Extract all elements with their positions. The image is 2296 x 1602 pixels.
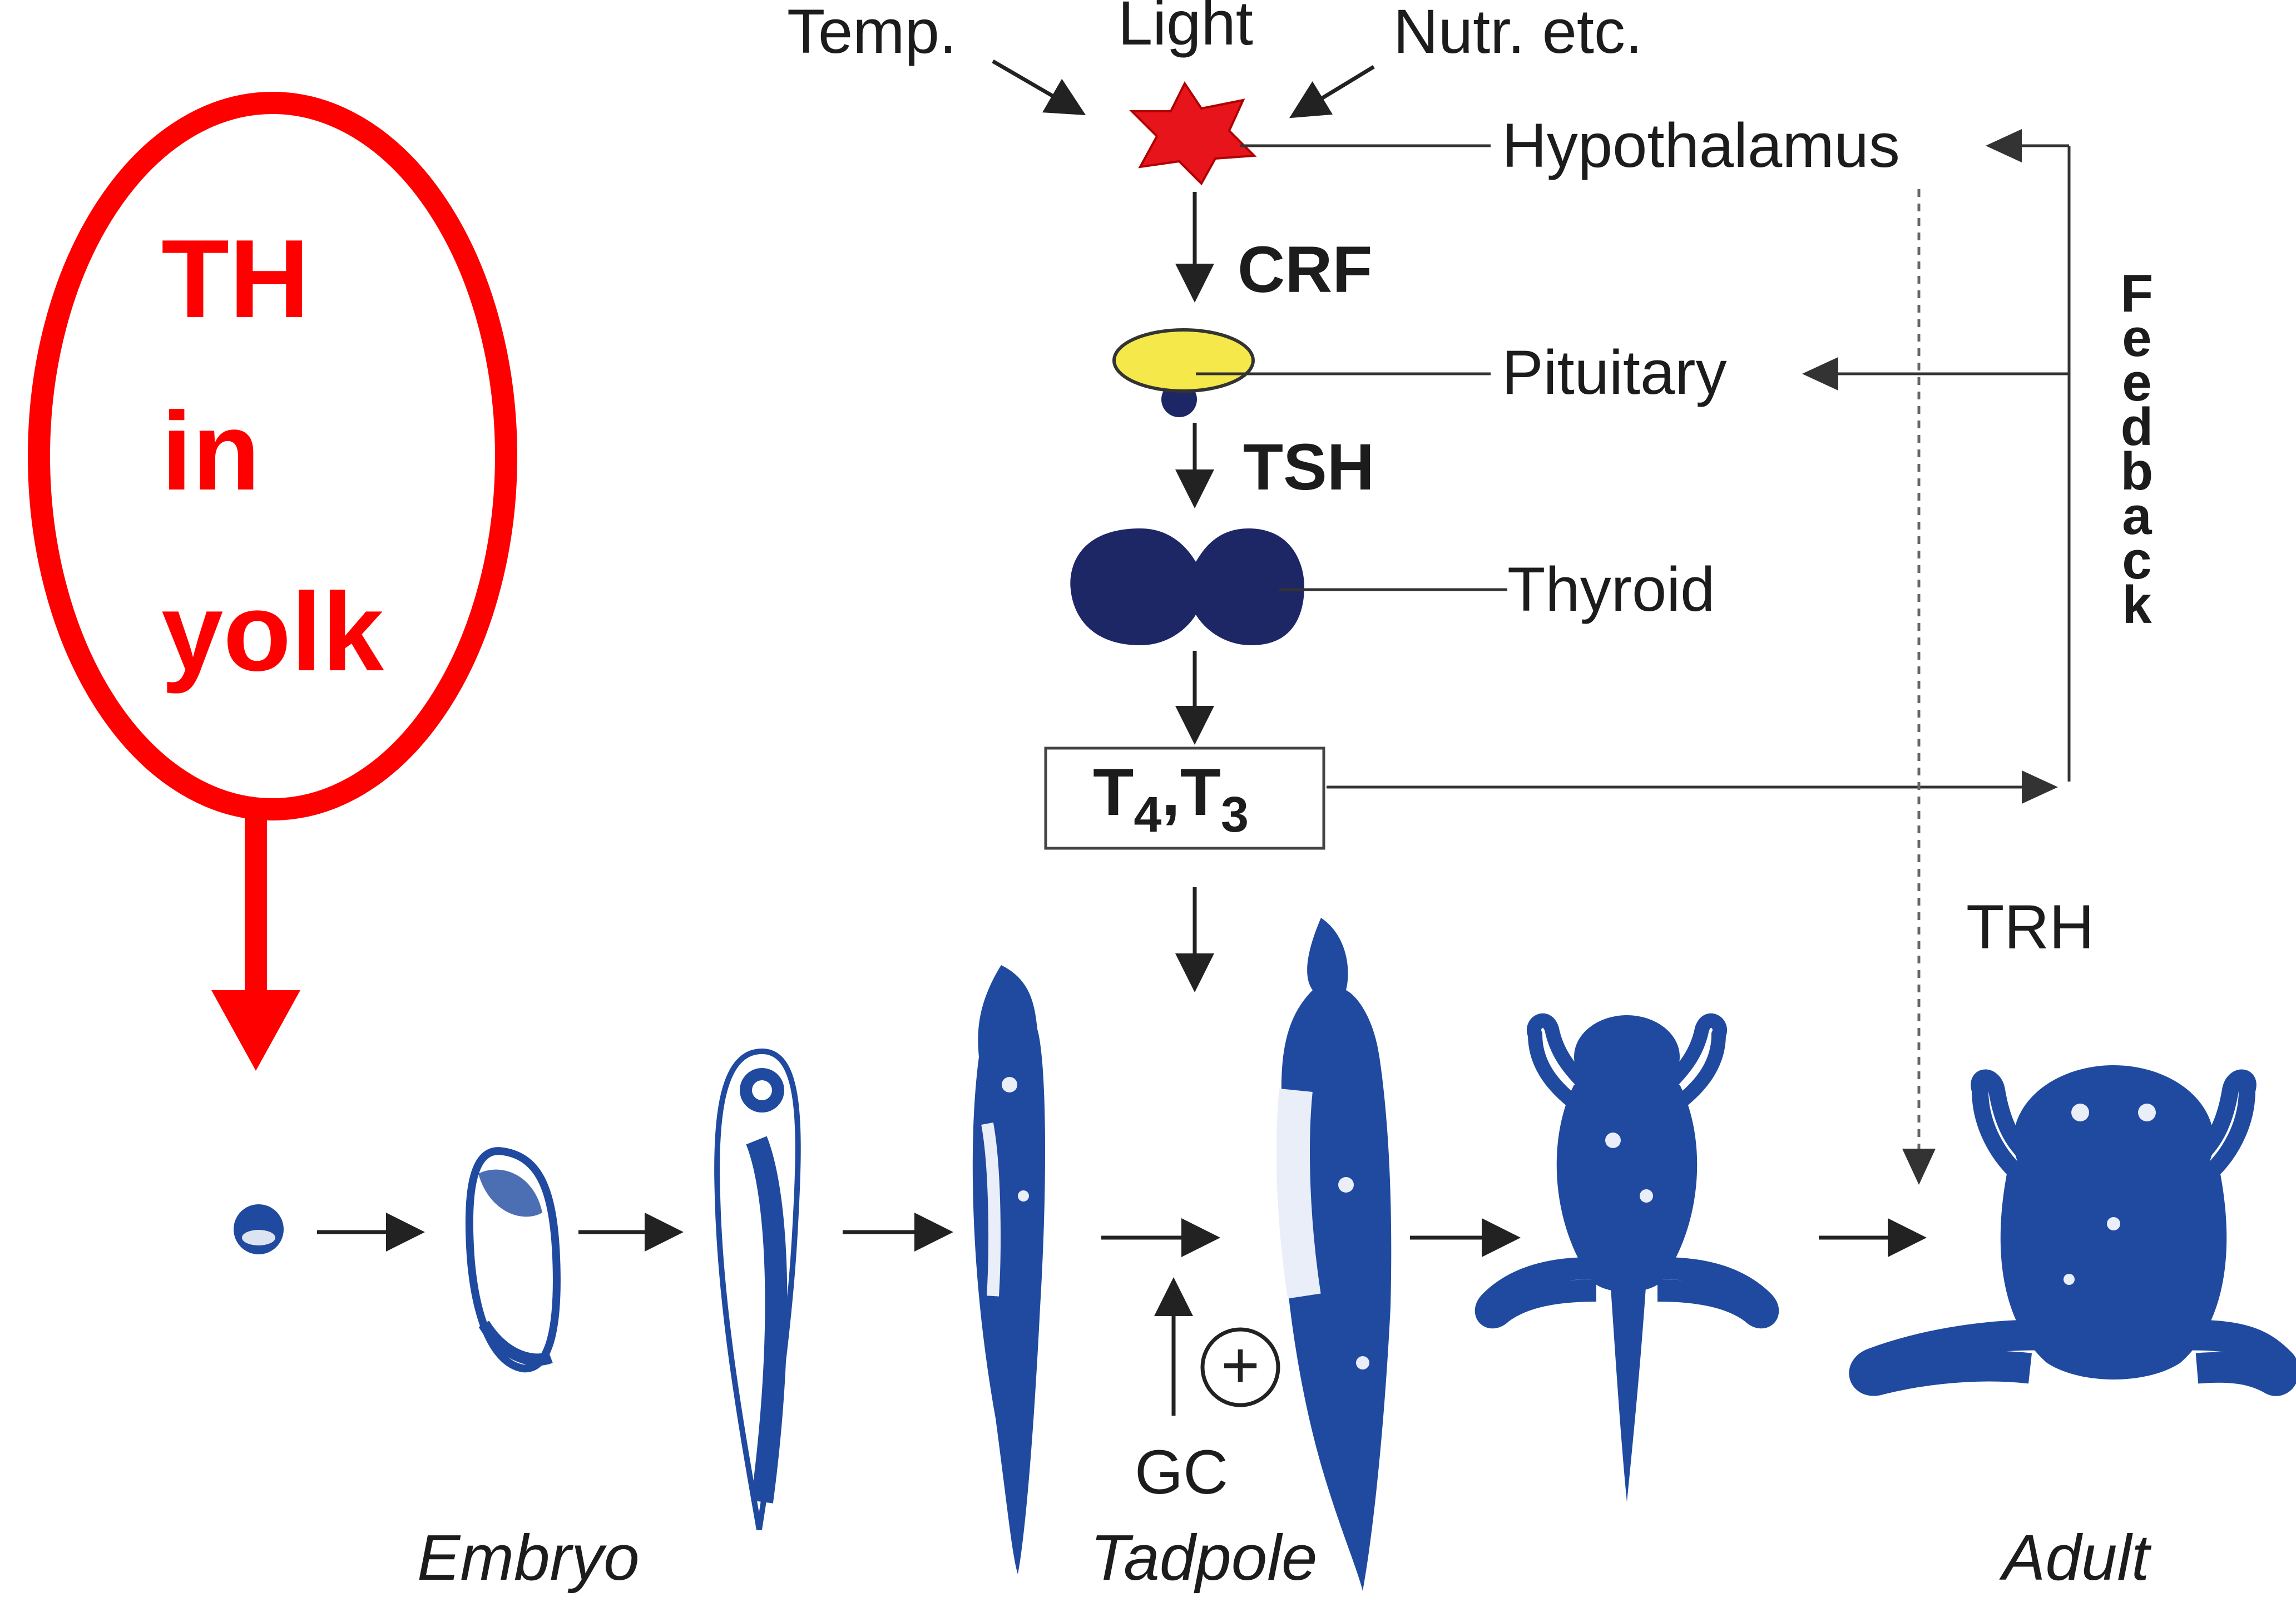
feedback-vertical-label: F e e d b a c k — [2121, 264, 2154, 635]
stage-label-embryo: Embryo — [417, 1521, 640, 1594]
temp-arrow — [993, 61, 1079, 111]
pituitary-gland-icon — [1114, 330, 1253, 391]
early-tadpole-icon — [717, 1051, 798, 1530]
stage-label-adult: Adult — [1999, 1521, 2152, 1594]
pituitary-label: Pituitary — [1502, 338, 1727, 407]
input-temp-label: Temp. — [787, 0, 957, 66]
hypothalamus-star-icon — [1132, 83, 1254, 184]
tsh-label: TSH — [1243, 431, 1374, 504]
thyroid-gland-icon — [1070, 528, 1304, 645]
annotation-line-3: yolk — [161, 570, 384, 694]
thyroid-label: Thyroid — [1507, 555, 1715, 624]
stage-label-tadpole: Tadpole — [1090, 1521, 1318, 1594]
egg-icon — [234, 1204, 284, 1254]
trh-label: TRH — [1966, 892, 2094, 962]
froglet-icon — [1486, 1015, 1768, 1502]
adult-frog-icon — [1864, 1065, 2284, 1381]
embryo-icon — [469, 1151, 557, 1368]
hypothalamus-label: Hypothalamus — [1502, 111, 1900, 180]
annotation-line-2: in — [161, 389, 260, 513]
input-nutrition-label: Nutr. etc. — [1393, 0, 1642, 66]
annotation-arrowhead-icon — [211, 990, 300, 1071]
gc-label: GC — [1135, 1437, 1228, 1507]
egg-highlight — [242, 1230, 275, 1245]
crf-label: CRF — [1238, 233, 1373, 306]
svg-text:k: k — [2122, 575, 2152, 635]
nutrition-arrow — [1296, 67, 1374, 114]
plus-sign: + — [1221, 1328, 1260, 1402]
annotation-line-1: TH — [161, 217, 310, 341]
tadpole-icon — [973, 965, 1045, 1574]
th-in-yolk-oval — [39, 103, 506, 809]
input-light-label: Light — [1118, 0, 1253, 58]
late-tadpole-icon — [1281, 918, 1391, 1591]
